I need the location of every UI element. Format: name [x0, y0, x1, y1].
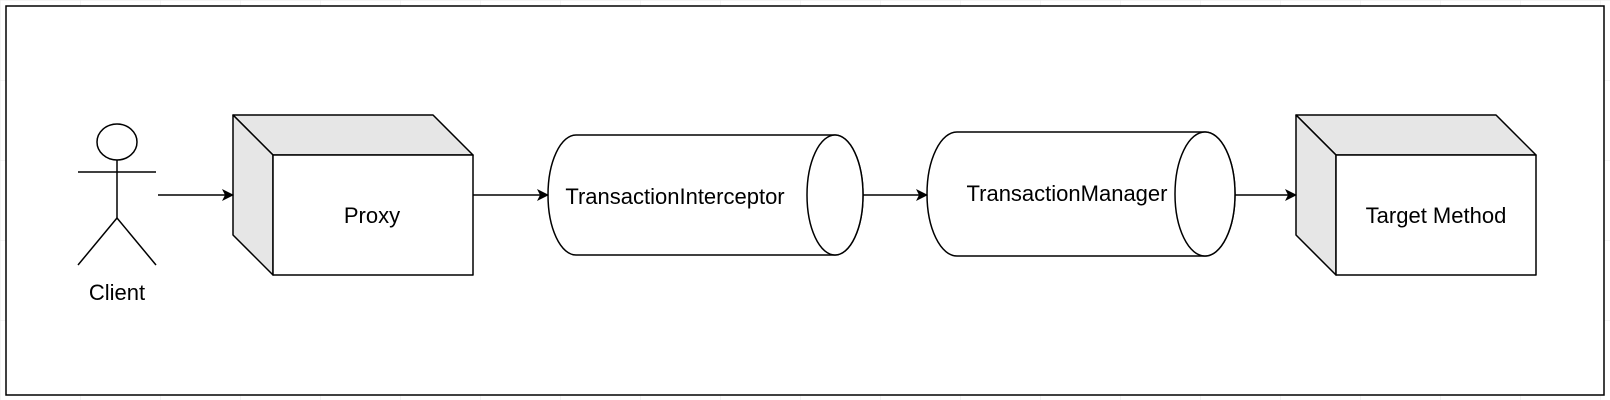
cube-shape [232, 114, 474, 276]
transaction-manager-label: TransactionManager [967, 181, 1168, 206]
cylinder-end-cap [806, 134, 864, 256]
proxy-label: Proxy [344, 203, 400, 228]
transaction-interceptor-label: TransactionInterceptor [565, 184, 784, 209]
client-actor-node[interactable]: Client [77, 123, 157, 305]
cube-shape [1295, 114, 1537, 276]
client-label: Client [89, 280, 145, 305]
proxy-node[interactable]: Proxy [232, 114, 474, 276]
stick-figure-icon [77, 123, 157, 266]
target-method-node[interactable]: Target Method [1295, 114, 1537, 276]
transaction-interceptor-node[interactable]: TransactionInterceptor [547, 134, 864, 256]
cylinder-end-cap [1174, 131, 1236, 257]
target-method-label: Target Method [1366, 203, 1507, 228]
transaction-manager-node[interactable]: TransactionManager [926, 131, 1236, 257]
